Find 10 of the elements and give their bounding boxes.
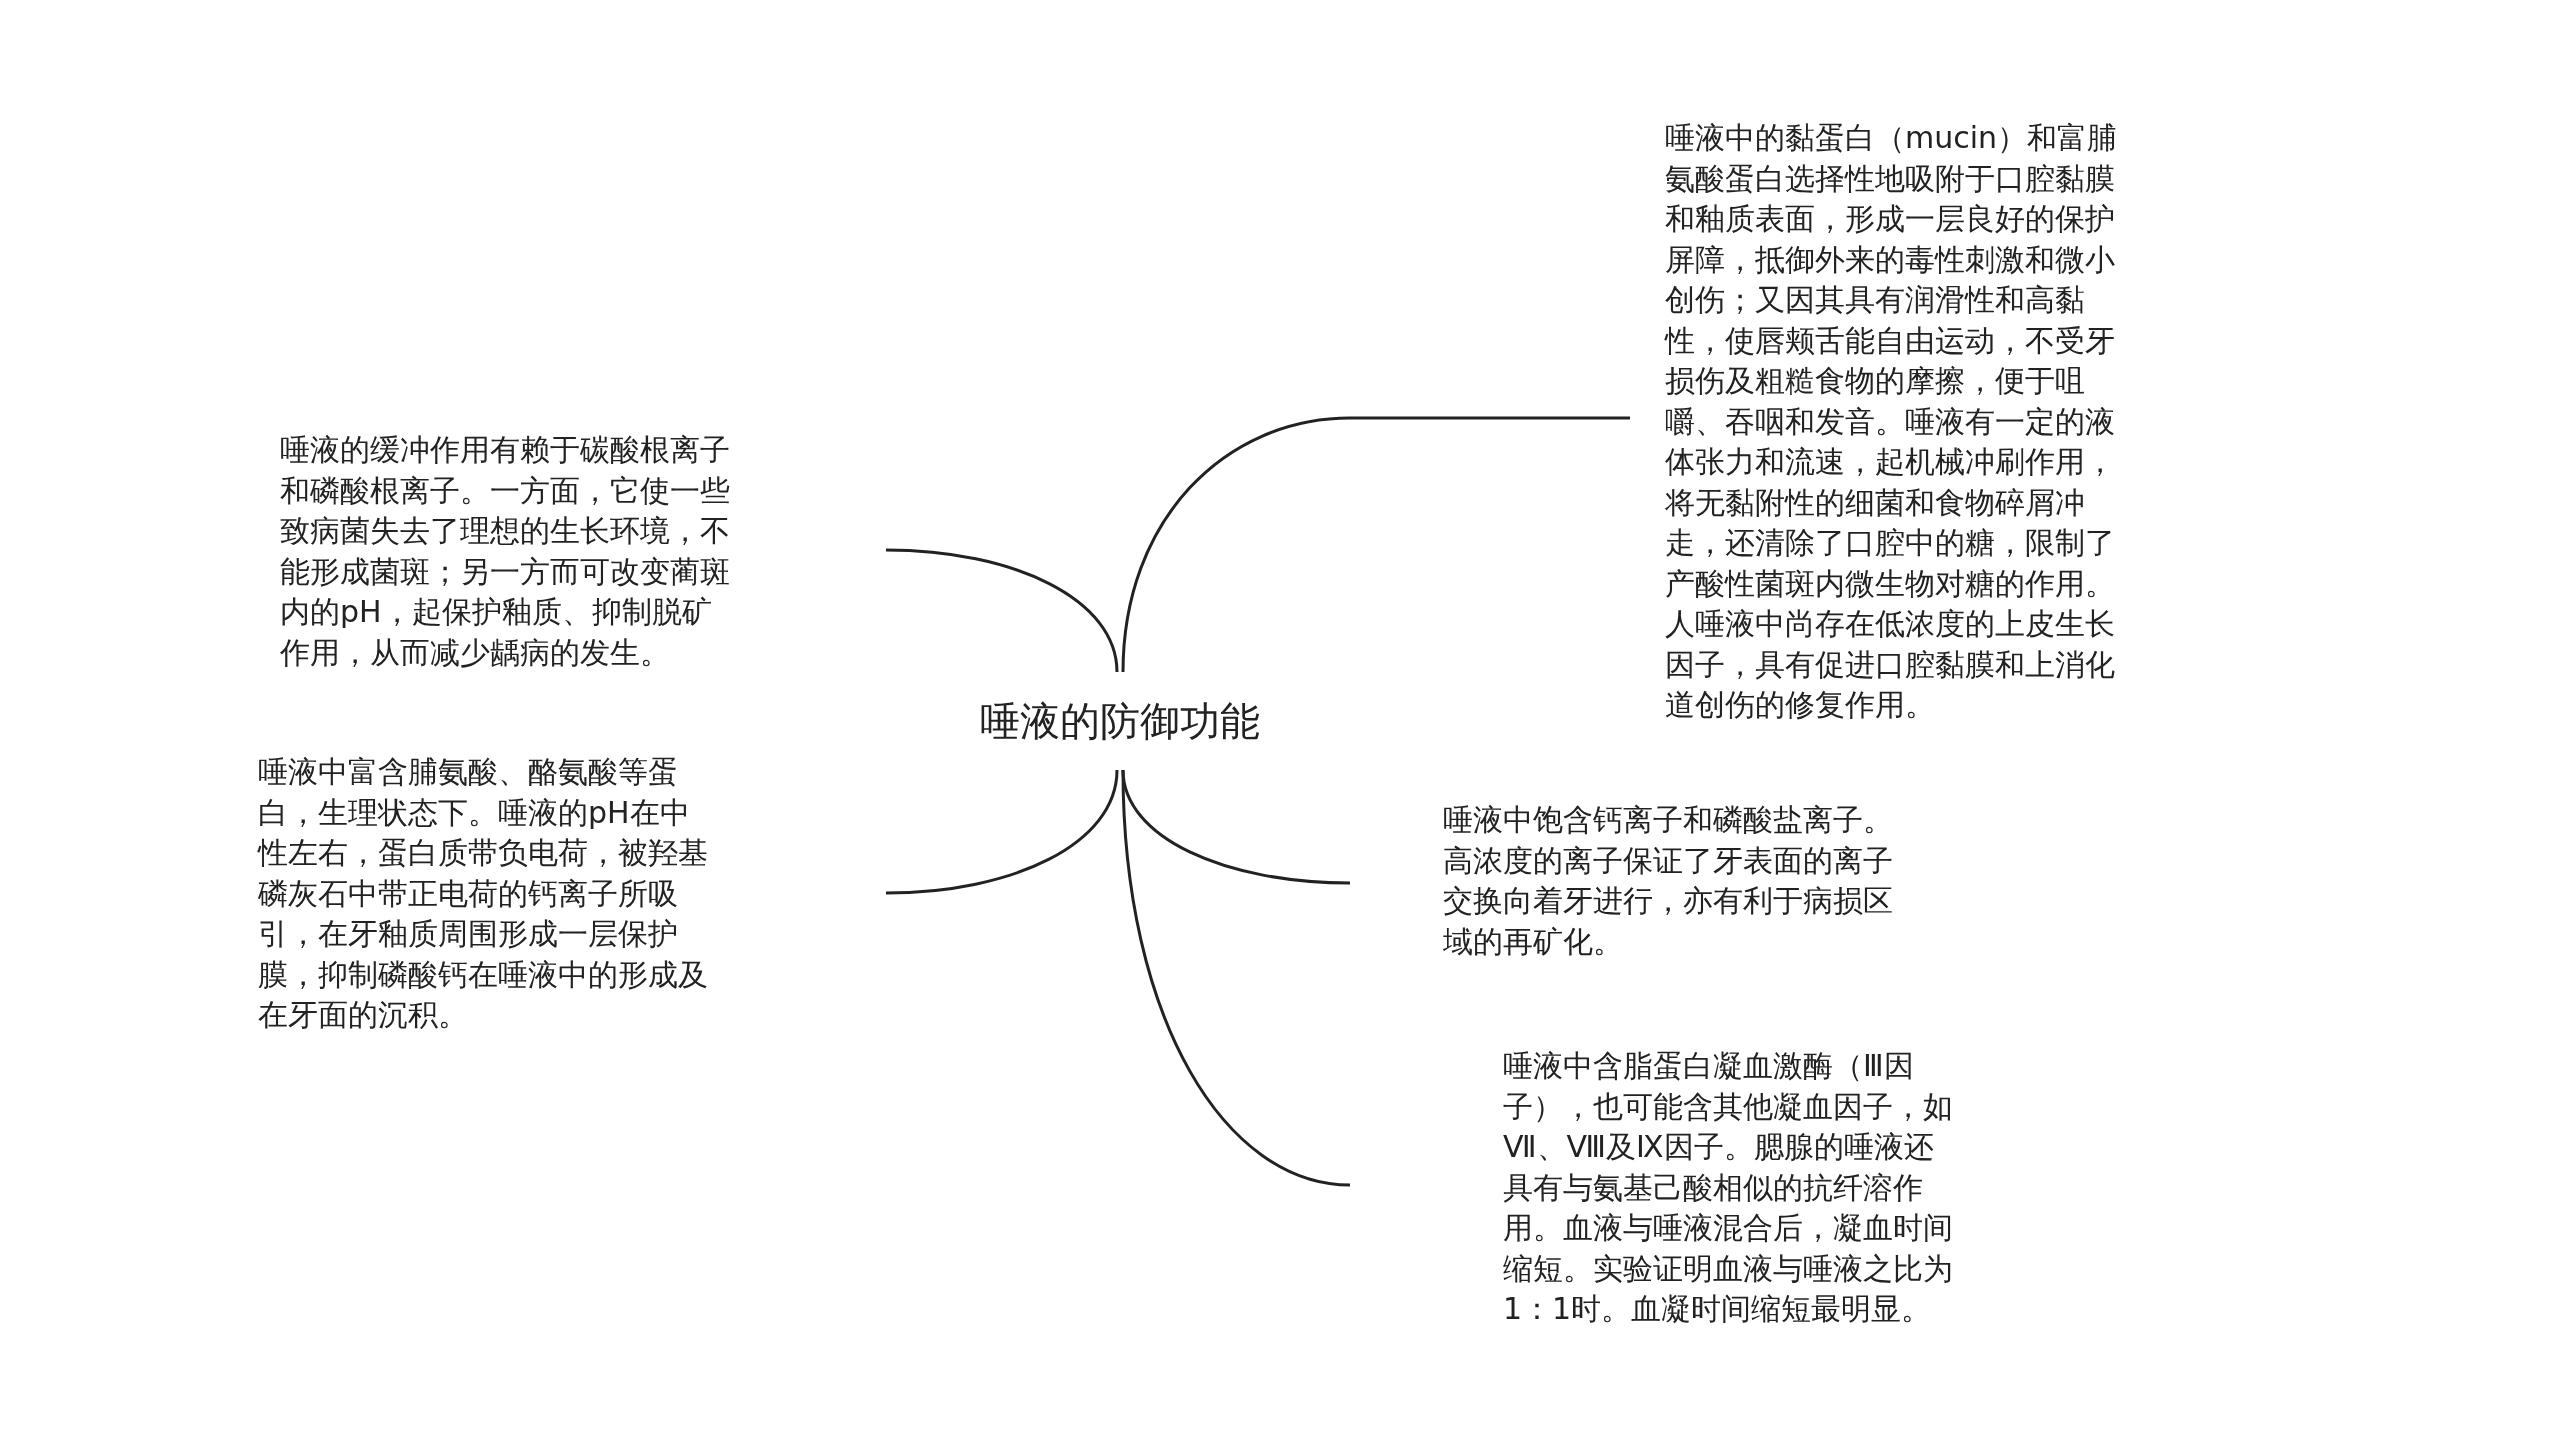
topic-text: 唾液中饱含钙离子和磷酸盐离子。高浓度的离子保证了牙表面的离子交换向着牙进行，亦有利于病损区域的再矿化。 <box>1443 801 1894 961</box>
topic-text: 唾液的缓冲作用有赖于碳酸根离子和磷酸根离子。一方面，它使一些致病菌失去了理想的生长环境，不能形成菌斑；另一方而可改变蔺斑内的pH，起保护釉质、抑制脱矿作用，从而减少龋病的发生。 <box>280 431 731 672</box>
central-topic: 唾液的防御功能 <box>980 697 1260 745</box>
topic-text: 唾液中富含脯氨酸、酪氨酸等蛋白，生理状态下。唾液的pH在中性左右，蛋白质带负电荷，被羟基磷灰石中带正电荷的钙离子所吸引，在牙釉质周围形成一层保护膜，抑制磷酸钙在唾液中的形成及在牙面的沉积。 <box>258 753 709 1034</box>
branch-line <box>885 548 1119 673</box>
branch-line <box>1121 769 1351 1187</box>
topic-text: 唾液中的黏蛋白（mucin）和富脯氨酸蛋白选择性地吸附于口腔黏膜和釉质表面，形成一层良好的保护屏障，抵御外来的毒性刺激和微小创伤；又因其具有润滑性和高黏性，使唇颊舌能自由运动，不受牙损伤及粗糙食物的摩擦，便于咀嚼、吞咽和发音。唾液有一定的液体张力和流速，起机械冲刷作用，将无黏附性的细菌和食物碎屑冲走，还清除了口腔中的糖，限制了产酸性菌斑内微生物对糖的作用。人唾液中尚存在低浓度的上皮生长因子，具有促进口腔黏膜和上消化道创伤的修复作用。 <box>1665 119 2119 724</box>
branch-line <box>1121 416 1630 673</box>
branch-line <box>885 769 1119 895</box>
topic-text: 唾液中含脂蛋白凝血激酶（Ⅲ因子），也可能含其他凝血因子，如Ⅶ、Ⅷ及Ⅸ因子。腮腺的唾液还具有与氨基己酸相似的抗纤溶作用。血液与唾液混合后，凝血时间缩短。实验证明血液与唾液之比为1：1时。血凝时间缩短最明显。 <box>1503 1047 1954 1328</box>
